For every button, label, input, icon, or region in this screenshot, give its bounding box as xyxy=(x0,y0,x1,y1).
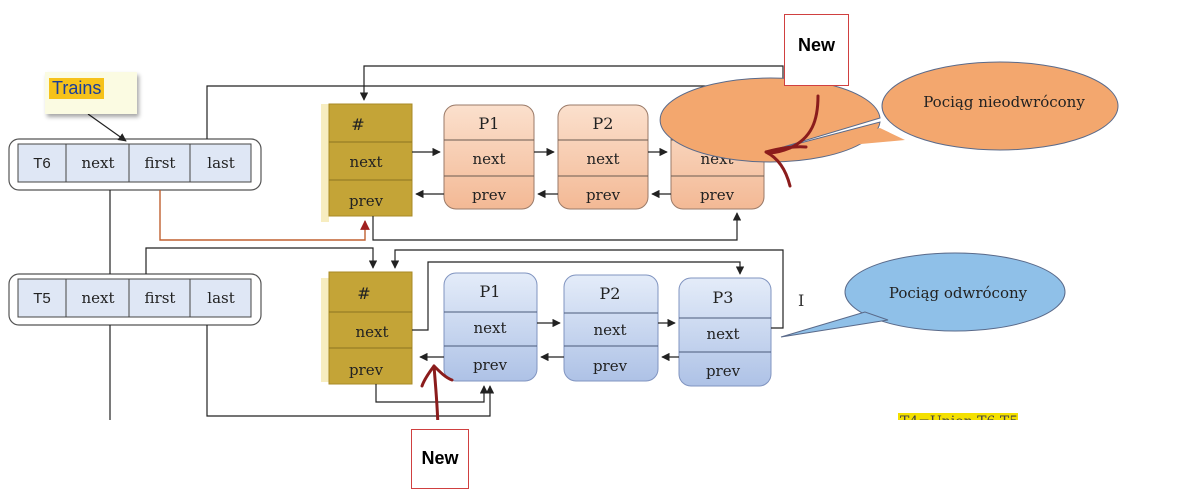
footer-caption: T4=Union T6,T5 xyxy=(898,413,1019,422)
t6-field-first: first xyxy=(145,154,176,172)
bottom-node-p2: P2 next prev xyxy=(563,274,659,382)
trains-label: Trains xyxy=(45,72,137,114)
bottom-node-p1: P1 next prev xyxy=(443,272,538,382)
t6-name: T6 xyxy=(33,155,51,172)
callout-nieodwrocony-text: Pociąg nieodwrócony xyxy=(923,93,1085,111)
top-p1-title: P1 xyxy=(479,114,500,133)
bottom-p1-prev: prev xyxy=(473,356,508,374)
bottom-p1-title: P1 xyxy=(480,282,501,301)
top-p2-title: P2 xyxy=(593,114,614,133)
t6-field-last: last xyxy=(207,154,234,172)
bottom-whitespace xyxy=(0,420,1187,498)
top-p2-prev: prev xyxy=(586,186,621,204)
callout-nieodwrocony: Pociąg nieodwrócony xyxy=(659,61,1119,163)
top-train-head: # next prev xyxy=(321,103,413,222)
bottom-p2-title: P2 xyxy=(600,284,621,303)
bottom-head-prev: prev xyxy=(349,361,384,379)
bottom-train-links xyxy=(109,190,784,425)
bottom-p3-next: next xyxy=(706,325,739,343)
t5-name: T5 xyxy=(33,290,51,307)
top-node-p1: P1 next prev xyxy=(443,104,535,210)
top-head-title: # xyxy=(351,115,364,134)
t6-field-next: next xyxy=(81,154,114,172)
bottom-head-title: # xyxy=(357,284,370,303)
top-p2-next: next xyxy=(586,150,619,168)
top-p3-prev: prev xyxy=(700,186,735,204)
trains-pointer xyxy=(87,113,127,142)
bottom-node-p3: P3 next prev xyxy=(678,277,772,387)
top-p1-next: next xyxy=(472,150,505,168)
new-label-bottom: New xyxy=(411,429,469,489)
bottom-p3-prev: prev xyxy=(706,362,741,380)
bottom-p2-next: next xyxy=(593,321,626,339)
bottom-train-head: # next prev xyxy=(321,271,413,385)
top-node-p2: P2 next prev xyxy=(557,104,649,210)
trains-label-text: Trains xyxy=(49,78,105,99)
top-p1-prev: prev xyxy=(472,186,507,204)
t5-field-first: first xyxy=(145,289,176,307)
t6-first-link xyxy=(159,190,370,241)
bottom-p1-next: next xyxy=(473,319,506,337)
t5-record: T5 next first last xyxy=(8,273,262,326)
drawn-arrow-top xyxy=(764,94,820,188)
callout-odwrocony-text: Pociąg odwrócony xyxy=(889,284,1028,302)
new-label-top: New xyxy=(784,14,849,86)
bottom-head-next: next xyxy=(355,323,388,341)
bottom-p3-title: P3 xyxy=(713,288,734,307)
text-cursor-icon: I xyxy=(798,291,805,310)
bottom-p2-prev: prev xyxy=(593,357,628,375)
callout-odwrocony: Pociąg odwrócony xyxy=(780,252,1066,338)
top-head-prev: prev xyxy=(349,192,384,210)
t6-record: T6 next first last xyxy=(8,138,262,191)
t5-field-next: next xyxy=(81,289,114,307)
t5-field-last: last xyxy=(207,289,234,307)
top-head-next: next xyxy=(349,153,382,171)
